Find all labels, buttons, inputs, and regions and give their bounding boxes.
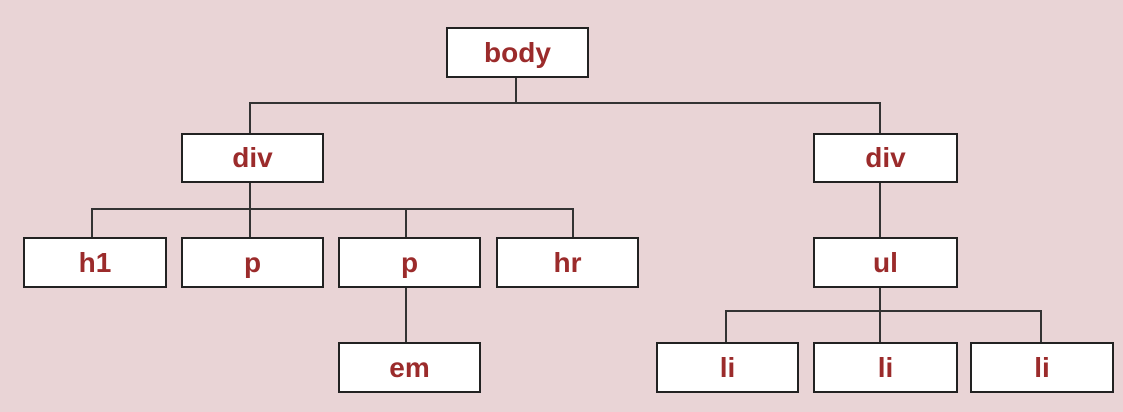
node-h1: h1	[23, 237, 167, 288]
node-div-left: div	[181, 133, 324, 183]
node-li-2: li	[813, 342, 958, 393]
node-li-3: li	[970, 342, 1114, 393]
node-div-right: div	[813, 133, 958, 183]
node-li-1: li	[656, 342, 799, 393]
node-ul: ul	[813, 237, 958, 288]
node-hr: hr	[496, 237, 639, 288]
node-em: em	[338, 342, 481, 393]
node-body: body	[446, 27, 589, 78]
node-p-2: p	[338, 237, 481, 288]
node-p-1: p	[181, 237, 324, 288]
